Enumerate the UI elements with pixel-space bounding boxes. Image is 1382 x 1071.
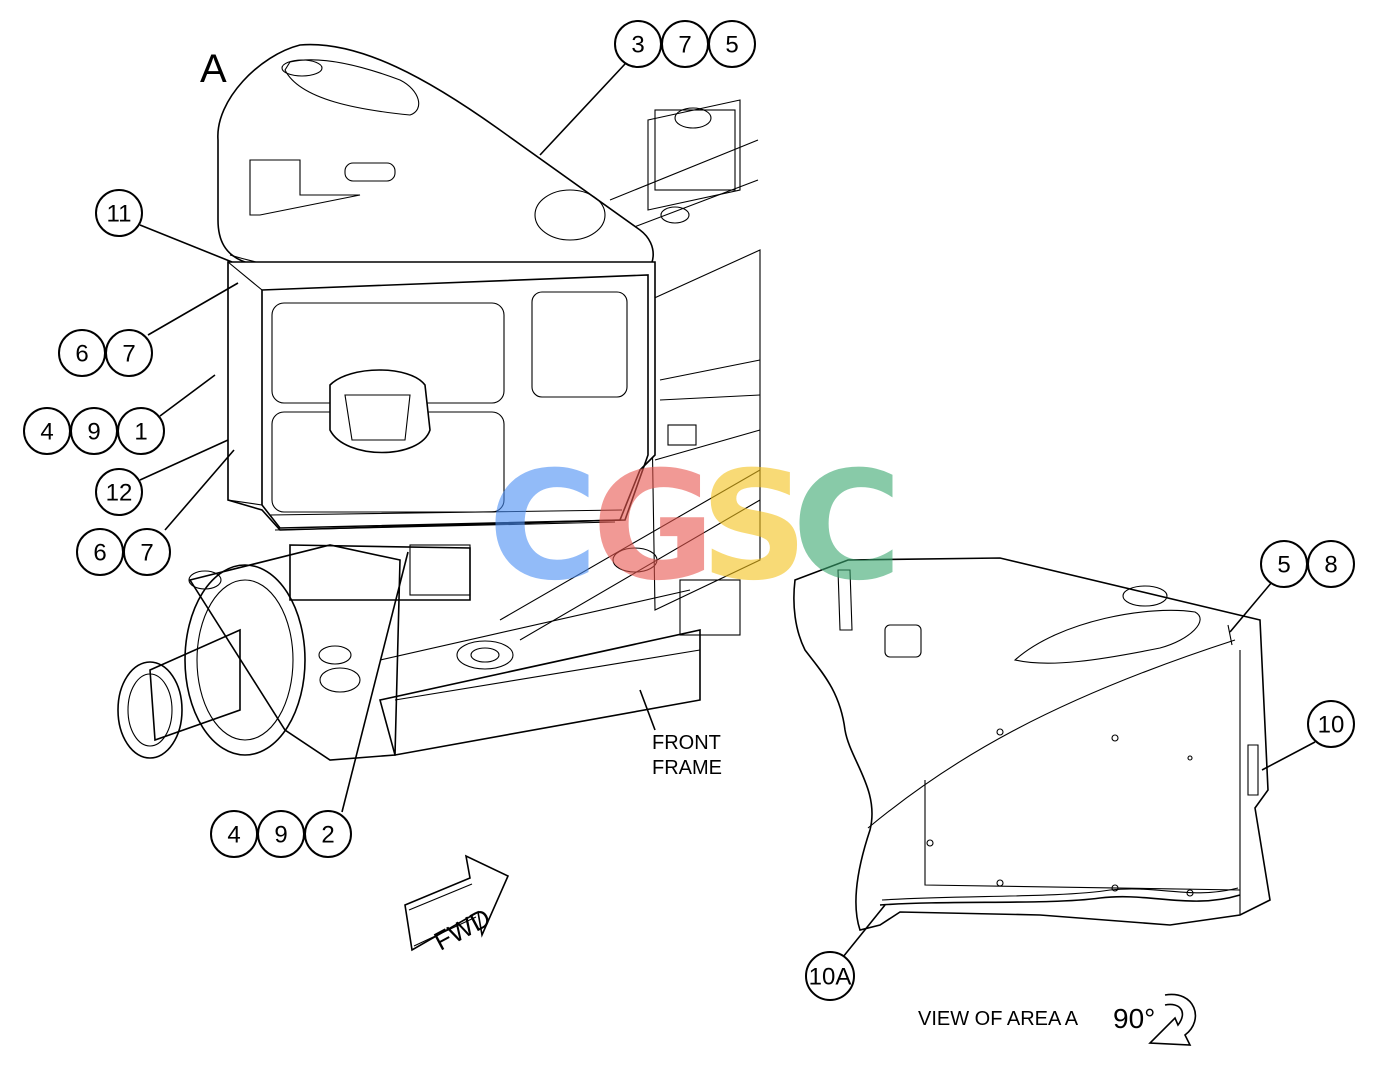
callout-number: 2: [321, 822, 334, 849]
callout-number: 10: [1318, 712, 1345, 739]
callout-number: 4: [40, 419, 53, 446]
watermark-letter: C: [488, 440, 598, 614]
front-frame-label: FRONT: [652, 732, 721, 754]
watermark-letter: S: [700, 440, 808, 614]
callout-group-10a: 10A: [805, 951, 855, 1001]
callout-group-67-lower: 6 7: [76, 528, 171, 576]
watermark: C G S C: [488, 440, 902, 614]
callout-number: 7: [140, 540, 153, 567]
leader-lines: [139, 63, 1316, 958]
callout-number: 9: [274, 822, 287, 849]
callout-number: 6: [75, 341, 88, 368]
front-frame-label: FRAME: [652, 757, 722, 779]
view-of-area-label: VIEW OF AREA A: [918, 1008, 1079, 1030]
callout-number: 5: [725, 32, 738, 59]
callout-number: 3: [631, 32, 644, 59]
callout-group-492: 4 9 2: [210, 810, 352, 858]
callout-number: 6: [93, 540, 106, 567]
callout-number: 5: [1277, 552, 1290, 579]
callout-number: 4: [227, 822, 240, 849]
callout-number: 11: [107, 201, 132, 228]
callout-number: 8: [1324, 552, 1337, 579]
callout-group-491: 4 9 1: [23, 407, 165, 455]
callout-number: 7: [678, 32, 691, 59]
callout-group-58: 5 8: [1260, 540, 1355, 588]
watermark-letter: G: [592, 440, 715, 614]
callout-group-375: 3 7 5: [614, 20, 756, 68]
rotation-label: 90°: [1113, 1003, 1155, 1034]
main-assembly-drawing: [117, 43, 761, 761]
callout-number: 10A: [809, 964, 852, 991]
watermark-letter: C: [792, 440, 902, 614]
callout-number: 1: [134, 419, 147, 446]
fwd-arrow: FWD: [404, 854, 510, 956]
callout-group-10: 10: [1307, 700, 1355, 748]
callout-number: 12: [106, 480, 133, 507]
view-letter-a: A: [200, 47, 227, 91]
callout-number: 7: [122, 341, 135, 368]
callout-group-12: 12: [95, 468, 143, 516]
area-a-detail-view: [793, 557, 1271, 931]
rotate-arrow-icon: [1148, 993, 1197, 1046]
callout-group-11: 11: [95, 189, 143, 237]
callout-group-67-upper: 6 7: [58, 329, 153, 377]
callout-number: 9: [87, 419, 100, 446]
